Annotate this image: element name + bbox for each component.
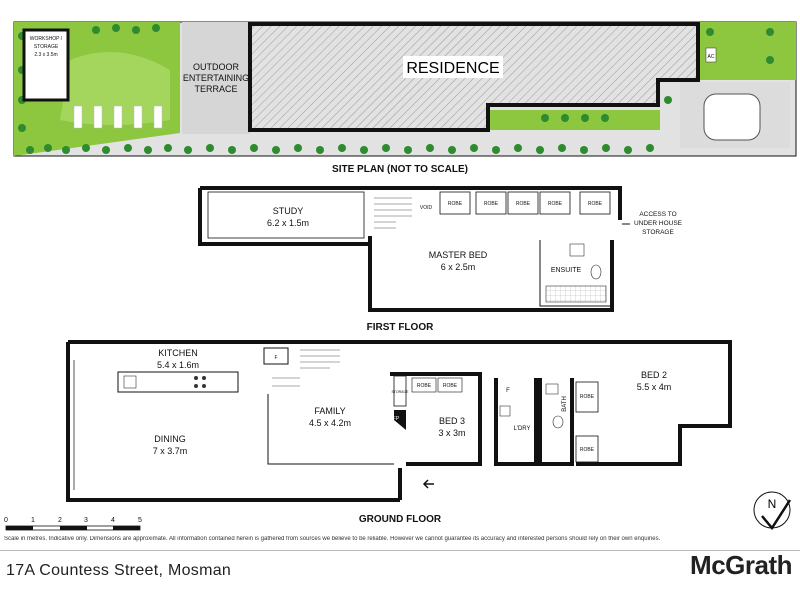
family-dims: 4.5 x 4.2m <box>309 418 351 428</box>
workshop-label-2: STORAGE <box>34 44 59 50</box>
side-garden <box>490 110 660 130</box>
ensuite-label: ENSUITE <box>551 267 582 274</box>
footer-divider <box>0 550 800 551</box>
property-address: 17A Countess Street, Mosman <box>6 562 232 579</box>
scale-tick-5: 5 <box>138 517 142 524</box>
master-bed-dims: 6 x 2.5m <box>441 262 476 272</box>
access-label-1: ACCESS TO <box>639 211 676 218</box>
shrubs <box>18 24 790 154</box>
scale-tick-3: 3 <box>84 517 88 524</box>
brand-logo: McGrath <box>690 550 792 580</box>
robe-label-4: ROBE <box>548 201 563 207</box>
access-label-3: STORAGE <box>642 229 674 236</box>
family-label: FAMILY <box>314 406 345 416</box>
workshop-label-1: WORKSHOP / <box>30 36 63 42</box>
residence-label-bg <box>403 56 503 78</box>
laundry-fridge-label: F <box>506 388 510 394</box>
access-label-2: UNDER HOUSE <box>634 220 683 227</box>
bed3-robe-label-1: ROBE <box>417 383 432 389</box>
workshop-label-3: 2.3 x 3.5m <box>34 52 57 58</box>
bed2-label: BED 2 <box>641 370 667 380</box>
bed3-robe-2 <box>437 377 463 393</box>
lawn-patch <box>60 52 170 125</box>
ensuite-bath <box>545 285 607 303</box>
bed3-robe-label-2: ROBE <box>443 383 458 389</box>
scale-tick-2: 2 <box>58 517 62 524</box>
robe-label-3: ROBE <box>516 201 531 207</box>
ensuite-vanity <box>569 243 585 257</box>
robe-label-1: ROBE <box>448 201 463 207</box>
ensuite-toilet <box>590 264 602 280</box>
ground-floor-title: GROUND FLOOR <box>359 514 442 525</box>
bed2-robe-2 <box>575 435 599 463</box>
bath-toilet <box>552 415 564 429</box>
fireplace <box>394 410 406 430</box>
residence-label: RESIDENCE <box>406 60 499 77</box>
dining-dims: 7 x 3.7m <box>153 446 188 456</box>
robe-label-2: ROBE <box>484 201 499 207</box>
master-bed-label: MASTER BED <box>429 250 488 260</box>
workshop-building <box>22 28 70 102</box>
laundry-label: L'DRY <box>513 426 530 432</box>
first-floor-stairs <box>374 197 412 229</box>
study-room <box>207 191 365 239</box>
first-floor-plan: STUDY 6.2 x 1.5m VOID ROBE ROBE ROBE ROB… <box>198 186 683 333</box>
ground-floor-stairs <box>272 349 340 387</box>
cooktop <box>194 376 206 388</box>
fridge-label: F <box>274 355 277 361</box>
north-label: N <box>768 497 777 511</box>
ac-label: AC <box>708 54 715 60</box>
first-floor-title: FIRST FLOOR <box>367 322 434 333</box>
fridge-space <box>263 347 289 365</box>
storage-label: STORAGE <box>391 390 409 394</box>
scale-tick-0: 0 <box>4 517 8 524</box>
study-dims: 6.2 x 1.5m <box>267 218 309 228</box>
kitchen-sink <box>123 375 137 389</box>
terrace-label-2: ENTERTAINING <box>183 73 249 83</box>
dining-label: DINING <box>154 434 186 444</box>
fp-label: FP <box>393 416 400 422</box>
bed2-robe-1 <box>575 381 599 413</box>
stepping-stones <box>73 105 163 129</box>
terrace-paving <box>182 22 250 134</box>
disclaimer: Scale in metres. Indicative only. Dimens… <box>4 536 661 542</box>
entry-arrow <box>422 479 434 489</box>
ground-floor-plan: KITCHEN 5.4 x 1.6m DINING 7 x 3.7m F FAM… <box>66 340 732 525</box>
study-label: STUDY <box>273 206 304 216</box>
kitchen-label: KITCHEN <box>158 348 198 358</box>
bath-vanity <box>545 383 559 395</box>
bed2-robe-label-1: ROBE <box>580 394 595 400</box>
north-arrow: N <box>753 491 792 531</box>
robe-label-5: ROBE <box>588 201 603 207</box>
bed3-robe-1 <box>411 377 437 393</box>
bath-label: BATH <box>562 396 568 412</box>
ac-unit <box>705 47 717 63</box>
scale-tick-4: 4 <box>111 517 115 524</box>
bed2-robe-label-2: ROBE <box>580 447 595 453</box>
bed2-dims: 5.5 x 4m <box>637 382 672 392</box>
void-label: VOID <box>420 205 433 211</box>
laundry-tub <box>499 405 511 417</box>
car <box>703 93 761 141</box>
site-plan-title: SITE PLAN (NOT TO SCALE) <box>332 164 468 175</box>
kitchen-bench <box>117 371 239 393</box>
terrace-label-1: OUTDOOR <box>193 62 239 72</box>
bed3-dims: 3 x 3m <box>438 428 465 438</box>
front-lawn <box>700 22 796 80</box>
first-floor-robes <box>439 191 611 215</box>
kitchen-dims: 5.4 x 1.6m <box>157 360 199 370</box>
scale-bar: 0 1 2 3 4 5 <box>4 517 142 531</box>
bed3-label: BED 3 <box>439 416 465 426</box>
scale-tick-1: 1 <box>31 517 35 524</box>
terrace-label-3: TERRACE <box>194 84 237 94</box>
site-plan: WORKSHOP / STORAGE 2.3 x 3.5m OUTDOOR EN… <box>13 21 797 175</box>
